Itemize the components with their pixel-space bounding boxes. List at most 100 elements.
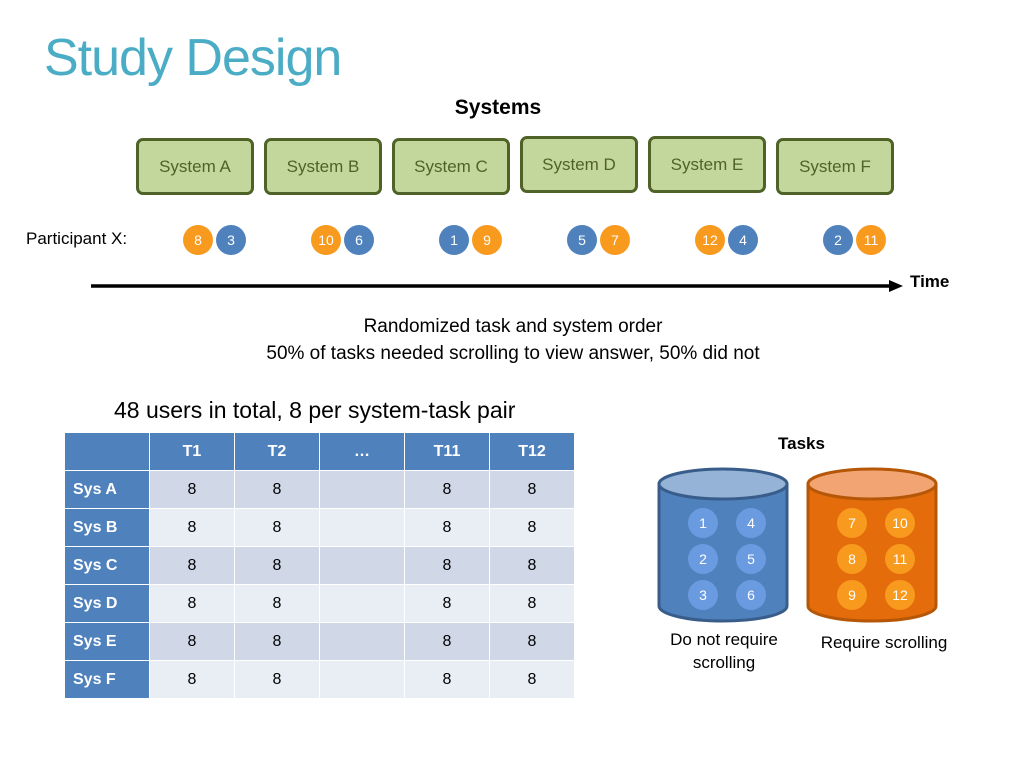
task-number: 2 (699, 551, 707, 567)
task-number: 7 (848, 515, 856, 531)
row-header: Sys B (64, 508, 150, 547)
task-circle: 10 (311, 225, 341, 255)
table-cell: 8 (489, 546, 575, 585)
study-notes: Randomized task and system order 50% of … (0, 313, 1024, 367)
task-circle: 9 (472, 225, 502, 255)
table-cell: 8 (149, 584, 235, 623)
task-circle: 7 (600, 225, 630, 255)
task-number: 11 (893, 551, 908, 567)
task-circle: 4 (728, 225, 758, 255)
task-cylinders: 1 4 2 5 3 6 7 10 8 11 9 12 (657, 467, 938, 623)
task-number: 6 (747, 587, 755, 603)
row-header: Sys F (64, 660, 150, 699)
system-box-c: System C (392, 138, 510, 195)
row-header: Sys A (64, 470, 150, 509)
column-header: T11 (404, 432, 490, 471)
row-header: Sys C (64, 546, 150, 585)
table-cell: 8 (489, 660, 575, 699)
tasks-heading: Tasks (778, 434, 825, 453)
table-cell (319, 584, 405, 623)
table-cell (319, 508, 405, 547)
task-number: 1 (699, 515, 707, 531)
table-cell: 8 (404, 622, 490, 661)
systems-heading: Systems (454, 96, 542, 119)
table-cell: 8 (489, 470, 575, 509)
task-number: 8 (848, 551, 856, 567)
task-circle: 11 (856, 225, 886, 255)
participant-label: Participant X: (26, 229, 128, 248)
column-header: T2 (234, 432, 320, 471)
table-cell: 8 (234, 546, 320, 585)
task-number: 10 (892, 515, 908, 531)
column-header: T1 (149, 432, 235, 471)
column-header: T12 (489, 432, 575, 471)
task-number-circle: 3 (688, 580, 718, 610)
table-cell: 8 (404, 660, 490, 699)
table-cell: 8 (149, 508, 235, 547)
table-cell: 8 (404, 546, 490, 585)
task-number-circle: 5 (736, 544, 766, 574)
task-number-circle: 1 (688, 508, 718, 538)
table-cell (319, 622, 405, 661)
table-cell: 8 (404, 508, 490, 547)
task-number-circle: 2 (688, 544, 718, 574)
task-number-circle: 8 (837, 544, 867, 574)
task-circle: 3 (216, 225, 246, 255)
table-cell: 8 (234, 508, 320, 547)
system-box-b: System B (264, 138, 382, 195)
table-cell: 8 (149, 546, 235, 585)
column-header (64, 432, 150, 471)
column-header: … (319, 432, 405, 471)
scroll-label: Require scrolling (820, 633, 948, 652)
table-cell: 8 (234, 622, 320, 661)
time-arrow (91, 280, 903, 292)
note-randomized: Randomized task and system order (363, 316, 663, 337)
task-number-circle: 10 (885, 508, 915, 538)
note-scrolling: 50% of tasks needed scrolling to view an… (266, 343, 760, 364)
scroll-cylinder: 7 10 8 11 9 12 (806, 467, 938, 623)
table-cell: 8 (149, 470, 235, 509)
system-box-f: System F (776, 138, 894, 195)
task-number-circle: 9 (837, 580, 867, 610)
task-number: 5 (747, 551, 755, 567)
table-cell (319, 546, 405, 585)
task-circle: 5 (567, 225, 597, 255)
task-number: 12 (892, 587, 908, 603)
table-cell (319, 470, 405, 509)
task-number-circle: 4 (736, 508, 766, 538)
task-number: 4 (747, 515, 755, 531)
task-number: 9 (848, 587, 856, 603)
users-caption: 48 users in total, 8 per system-task pai… (114, 397, 516, 423)
task-number-circle: 6 (736, 580, 766, 610)
table-cell: 8 (404, 584, 490, 623)
task-circle: 8 (183, 225, 213, 255)
table-cell: 8 (149, 622, 235, 661)
task-circle: 2 (823, 225, 853, 255)
no-scroll-label: Do not require scrolling (670, 630, 778, 672)
table-cell: 8 (234, 660, 320, 699)
table-cell (319, 660, 405, 699)
page-title: Study Design (44, 29, 342, 87)
table-cell: 8 (404, 470, 490, 509)
row-header: Sys D (64, 584, 150, 623)
time-label: Time (910, 272, 950, 291)
system-box-a: System A (136, 138, 254, 195)
task-number-circle: 12 (885, 580, 915, 610)
table-cell: 8 (489, 508, 575, 547)
row-header: Sys E (64, 622, 150, 661)
task-number-circle: 7 (837, 508, 867, 538)
task-circle: 1 (439, 225, 469, 255)
table-cell: 8 (234, 470, 320, 509)
no-scroll-cylinder: 1 4 2 5 3 6 (657, 467, 789, 623)
table-cell: 8 (234, 584, 320, 623)
task-circle: 6 (344, 225, 374, 255)
table-cell: 8 (149, 660, 235, 699)
system-box-e: System E (648, 136, 766, 193)
